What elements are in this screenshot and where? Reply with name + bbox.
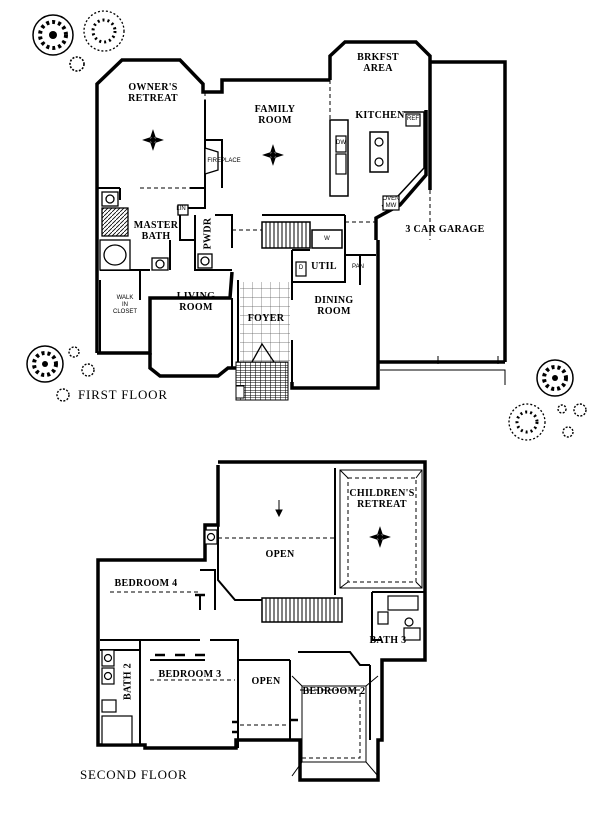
garage-doors <box>380 356 506 385</box>
tree-icon <box>83 10 125 52</box>
first-floor-dashed-lines <box>140 80 431 300</box>
second-floor-plan <box>96 460 427 782</box>
room-label-pwdr: PWDR <box>202 217 214 250</box>
room-label-bedroom-2: BEDROOM 2 <box>302 686 366 697</box>
second-floor-title: SECOND FLOOR <box>80 767 188 782</box>
room-label-bedroom-3: BEDROOM 3 <box>158 669 222 680</box>
first-floor-title: FIRST FLOOR <box>78 387 168 402</box>
first-floor-stairs <box>261 221 343 249</box>
room-label-dining-room: DINING ROOM <box>314 295 354 317</box>
second-floor-stairs <box>261 597 343 623</box>
closet-rods <box>155 593 298 734</box>
label-pan: PAN <box>352 264 364 270</box>
tree-icon <box>508 403 546 441</box>
master-bath-fixtures <box>99 191 213 271</box>
ceiling-fan-icon <box>142 129 164 151</box>
entry-stoop <box>235 361 289 401</box>
label-fireplace: FIREPLACE <box>207 158 241 164</box>
room-label-bedroom-4: BEDROOM 4 <box>114 578 178 589</box>
label-w: W <box>324 236 330 242</box>
second-floor-interior-walls <box>100 468 425 748</box>
room-label-bath-3: BATH 3 <box>369 635 407 646</box>
label-d: D <box>298 265 304 271</box>
bedroom-2-ceiling <box>291 675 379 777</box>
room-label-childrens-retreat: CHILDREN'S RETREAT <box>349 488 415 510</box>
room-label-living-room: LIVING ROOM <box>176 291 216 313</box>
room-label-util: UTIL <box>311 261 337 272</box>
room-label-kitchen: KITCHEN <box>355 110 405 121</box>
shrub-icon <box>557 403 587 438</box>
room-label-open-upper: OPEN <box>265 549 295 560</box>
second-floor-bath-fixtures <box>101 529 421 745</box>
room-label-family-room: FAMILY ROOM <box>254 104 296 126</box>
tree-icon <box>26 345 64 383</box>
room-label-garage: 3 CAR GARAGE <box>405 224 485 235</box>
room-label-owners-retreat: OWNER'S RETREAT <box>128 82 178 104</box>
shrub-icon <box>56 346 95 402</box>
room-label-bath-2: BATH 2 <box>122 663 134 700</box>
ceiling-fan-icon <box>262 144 284 166</box>
front-door-icon <box>251 342 275 363</box>
landscape-trees <box>26 10 587 441</box>
tree-icon <box>32 14 74 56</box>
room-label-brkfst-area: BRKFST AREA <box>357 52 399 74</box>
first-floor-interior-walls <box>97 100 425 388</box>
kitchen-appliances <box>295 113 421 277</box>
arrow-down-icon <box>275 500 283 518</box>
shrub-icon <box>69 56 85 72</box>
label-ref: REF <box>407 116 419 122</box>
second-floor-dashed-lines <box>110 537 361 759</box>
room-label-open-lower: OPEN <box>251 676 281 687</box>
ceiling-fan-icon <box>369 526 391 548</box>
first-floor-plan <box>95 40 507 401</box>
tray-ceiling <box>339 469 423 589</box>
room-label-foyer: FOYER <box>247 313 285 324</box>
fireplace-icon <box>204 147 219 175</box>
foyer-tile-floor <box>240 282 290 364</box>
second-floor-exterior-walls <box>96 460 427 782</box>
label-walk-in-closet: WALK IN CLOSET <box>112 295 137 315</box>
label-oven-mw: OVEN MW <box>382 196 400 209</box>
label-lin: LIN <box>176 206 186 212</box>
tree-icon <box>536 359 574 397</box>
label-dw: DW <box>336 140 346 146</box>
room-label-master-bath: MASTER BATH <box>133 220 179 242</box>
